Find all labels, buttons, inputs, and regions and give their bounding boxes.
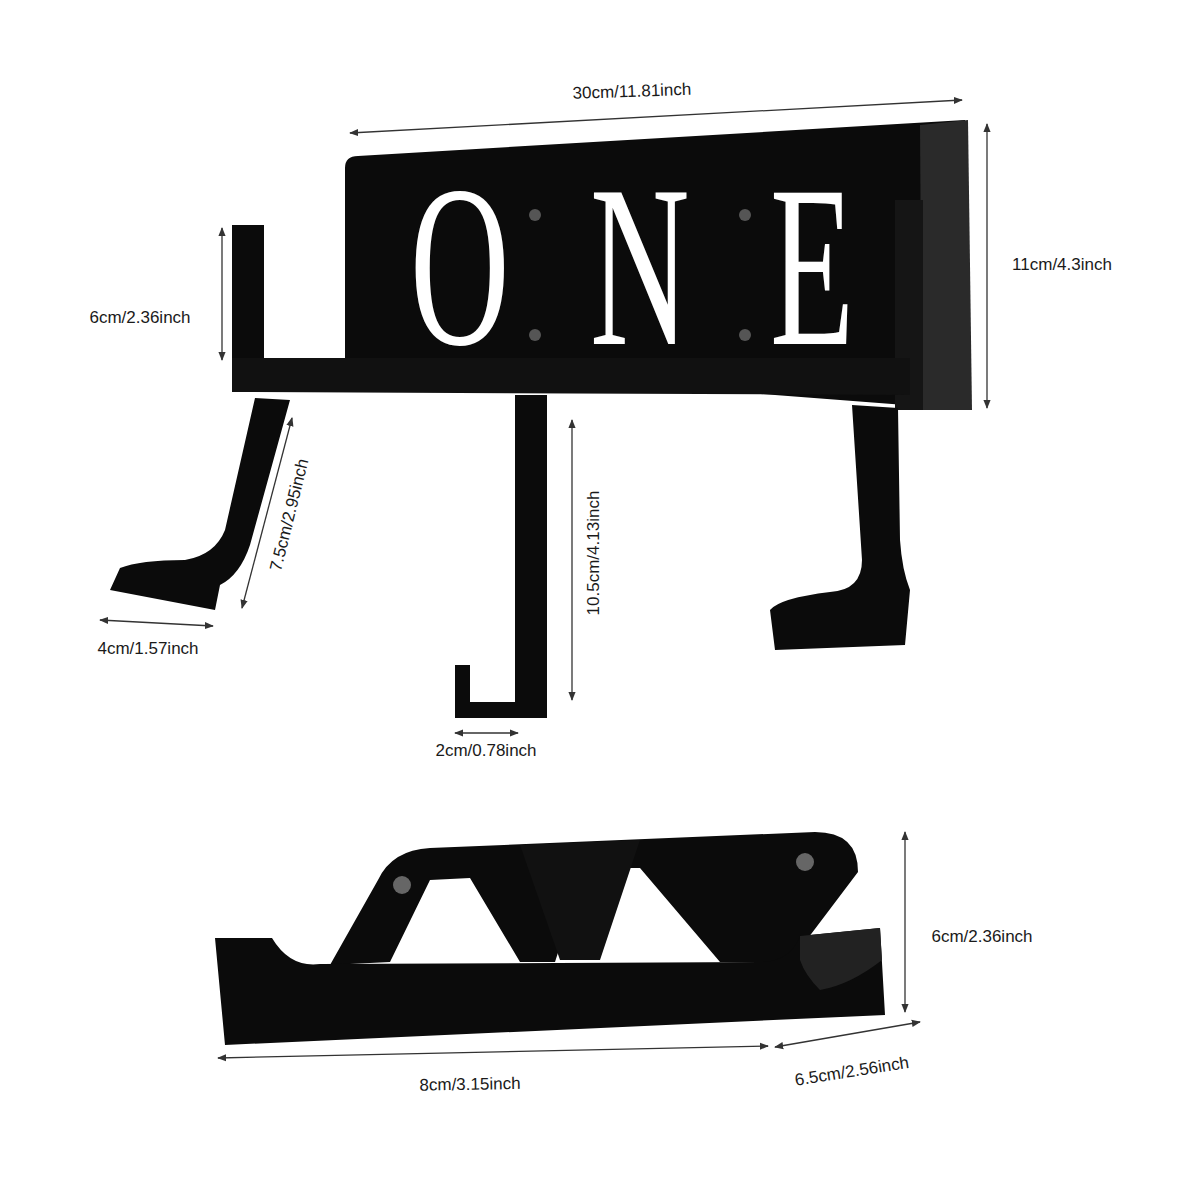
left-leg — [110, 398, 290, 610]
dimension-label: 11cm/4.3inch — [1009, 254, 1115, 276]
dimension-label: 6cm/2.36inch — [928, 926, 1035, 948]
dimension-lines — [100, 100, 987, 1058]
center-block — [520, 840, 640, 960]
dimension-label: 30cm/11.81inch — [569, 79, 694, 106]
cutout-lettering: ONE — [410, 152, 935, 382]
dimension-label: 7.5cm/2.95inch — [264, 453, 315, 576]
dimension-label: 6cm/2.36inch — [86, 307, 193, 329]
dimension-label: 2cm/0.78inch — [432, 740, 539, 762]
left-upright — [232, 225, 264, 365]
dimension-label: 4cm/1.57inch — [94, 638, 201, 660]
screws — [393, 853, 814, 894]
base-tray — [215, 928, 885, 1045]
back-panel — [345, 120, 970, 410]
tray-notch — [800, 928, 882, 990]
dimension-label: 6.5cm/2.56inch — [790, 1051, 913, 1092]
arch-bracket — [330, 832, 858, 965]
dimension-label: 10.5cm/4.13inch — [583, 488, 605, 619]
middle-hook — [455, 395, 547, 718]
right-leg — [770, 405, 910, 650]
dimension-label: 8cm/3.15inch — [416, 1073, 523, 1097]
